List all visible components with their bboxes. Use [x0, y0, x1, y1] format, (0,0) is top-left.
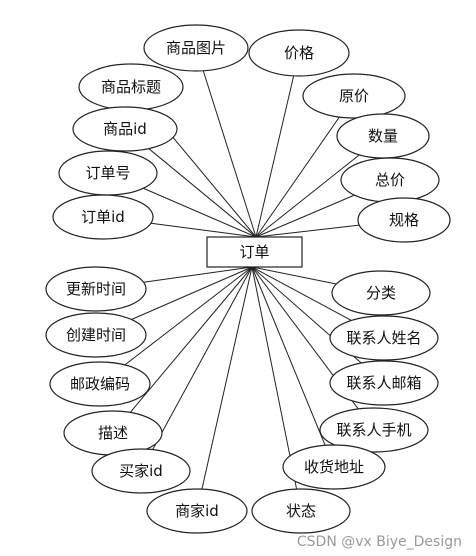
attribute-node: 描述: [63, 410, 163, 456]
attribute-label: 分类: [366, 284, 396, 302]
attribute-label: 商品id: [103, 120, 147, 138]
attribute-node: 更新时间: [45, 266, 147, 312]
attribute-ellipse: [357, 197, 451, 243]
attribute-label: 联系人邮箱: [346, 374, 421, 392]
attribute-ellipse: [52, 194, 154, 240]
attribute-label: 描述: [98, 424, 128, 442]
attribute-node: 收货地址: [282, 444, 386, 490]
attribute-node: 商品id: [72, 106, 178, 152]
attribute-label: 数量: [368, 127, 398, 145]
attribute-label: 原价: [339, 87, 369, 105]
attribute-ellipse: [319, 407, 429, 453]
attribute-label: 创建时间: [66, 326, 126, 344]
entity-label: 订单: [239, 243, 269, 261]
attribute-node: 订单号: [58, 150, 158, 196]
attribute-ellipse: [329, 315, 439, 361]
attribute-node: 总价: [340, 157, 440, 203]
connector-line: [255, 224, 360, 238]
connector-line: [251, 266, 298, 490]
connector-line: [201, 266, 253, 490]
connector-line: [124, 266, 253, 366]
connector-line: [255, 116, 340, 238]
attribute-node: 联系人姓名: [329, 315, 439, 361]
connector-line: [251, 266, 352, 321]
connector-line: [143, 266, 253, 283]
attribute-ellipse: [282, 444, 386, 490]
attribute-node: 商品图片: [143, 24, 249, 72]
attribute-label: 订单号: [85, 164, 130, 182]
connector-line: [143, 187, 257, 238]
attribute-label: 规格: [389, 211, 419, 229]
attribute-node: 价格: [248, 29, 350, 77]
attribute-label: 买家id: [119, 462, 163, 480]
connector-line: [255, 154, 360, 238]
attribute-label: 价格: [284, 44, 314, 62]
attribute-label: 商家id: [175, 502, 219, 520]
attribute-ellipse: [331, 270, 431, 316]
attribute-label: 邮政编码: [70, 375, 130, 393]
attribute-label: 商品标题: [101, 78, 161, 96]
attribute-ellipse: [49, 361, 151, 407]
attribute-node: 规格: [357, 197, 451, 243]
attribute-ellipse: [329, 360, 439, 406]
attribute-node: 状态: [251, 488, 351, 534]
attribute-node: 数量: [336, 113, 430, 159]
attribute-node: 联系人邮箱: [329, 360, 439, 406]
attribute-node: 原价: [302, 73, 406, 119]
attribute-node: 邮政编码: [49, 361, 151, 407]
connector-line: [255, 194, 355, 238]
attribute-ellipse: [146, 488, 248, 534]
attribute-ellipse: [91, 448, 191, 494]
attribute-node: 订单id: [52, 194, 154, 240]
attribute-node: 分类: [331, 270, 431, 316]
connector-line: [251, 266, 337, 285]
attribute-node: 商家id: [146, 488, 248, 534]
attribute-ellipse: [72, 106, 178, 152]
connector-lines: [124, 70, 362, 490]
attribute-label: 总价: [375, 171, 405, 189]
attribute-ellipse: [251, 488, 351, 534]
attribute-ellipse: [302, 73, 406, 119]
attribute-node: 联系人手机: [319, 407, 429, 453]
attribute-node: 商品标题: [78, 63, 184, 111]
attribute-label: 订单id: [81, 208, 125, 226]
attribute-ellipse: [45, 312, 147, 358]
attribute-label: 商品图片: [166, 39, 226, 57]
watermark: CSDN @vx Biye_Design: [296, 534, 462, 550]
attribute-label: 联系人手机: [336, 421, 411, 439]
connector-line: [202, 70, 257, 238]
attribute-label: 状态: [286, 502, 316, 520]
connector-line: [251, 266, 326, 446]
connector-line: [129, 266, 253, 413]
attribute-label: 联系人姓名: [346, 329, 421, 347]
connector-line: [148, 148, 257, 238]
entity-order: 订单: [206, 236, 303, 268]
attribute-node: 买家id: [91, 448, 191, 494]
attribute-label: 更新时间: [66, 280, 126, 298]
attribute-ellipse: [45, 266, 147, 312]
attribute-label: 收货地址: [304, 458, 364, 476]
entity-box: [206, 236, 303, 268]
attribute-ellipse: [143, 24, 249, 72]
connector-line: [150, 222, 257, 238]
connector-line: [131, 266, 253, 320]
connector-line: [255, 75, 295, 238]
connector-line: [152, 266, 253, 450]
attribute-node: 创建时间: [45, 312, 147, 358]
attribute-ellipse: [248, 29, 350, 77]
